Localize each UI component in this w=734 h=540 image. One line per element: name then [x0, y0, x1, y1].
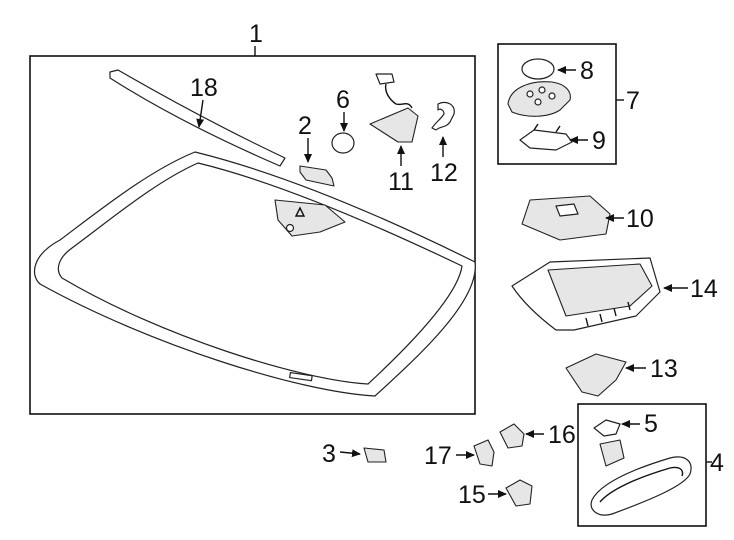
part-18-molding	[109, 69, 286, 167]
callout-8: 8	[580, 57, 594, 85]
part-12-clip	[431, 101, 455, 131]
windshield-glass	[33, 151, 476, 397]
callout-18: 18	[190, 74, 218, 102]
part-15-clip	[505, 479, 533, 507]
sensor-group-box	[497, 43, 617, 165]
callout-11: 11	[388, 168, 414, 196]
callout-9: 9	[592, 127, 606, 155]
callout-7: 7	[626, 87, 640, 115]
callout-13: 13	[650, 355, 678, 383]
callout-16: 16	[548, 421, 576, 449]
callout-3: 3	[322, 440, 336, 468]
part-10-module	[521, 195, 611, 241]
part-7-sensor	[507, 81, 571, 117]
part-5-clip	[593, 419, 621, 437]
callout-12: 12	[430, 159, 458, 187]
callout-2: 2	[298, 112, 312, 140]
part-4-mirror	[590, 439, 692, 516]
windshield-group-box	[29, 55, 476, 415]
part-17-clip	[473, 439, 495, 467]
leader-3	[339, 449, 361, 458]
part-6-pad	[331, 132, 355, 154]
mirror-group-box	[577, 403, 707, 527]
callout-5: 5	[644, 410, 658, 438]
part-13-trim	[565, 353, 627, 397]
callout-15: 15	[458, 481, 486, 509]
callout-6: 6	[336, 86, 350, 114]
part-2-bracket	[299, 165, 335, 187]
part-11-sensor-bracket	[369, 73, 419, 143]
part-3-pad	[363, 447, 387, 463]
part-8-disc	[521, 58, 555, 80]
leader-18	[196, 99, 205, 128]
callout-4: 4	[710, 449, 724, 477]
part-16-clip	[499, 423, 525, 449]
part-14-cover	[511, 257, 661, 331]
callout-10: 10	[626, 205, 654, 233]
part-9-clip	[519, 123, 573, 151]
callout-14: 14	[690, 275, 718, 303]
callout-17: 17	[424, 442, 452, 470]
callout-1: 1	[249, 20, 263, 48]
